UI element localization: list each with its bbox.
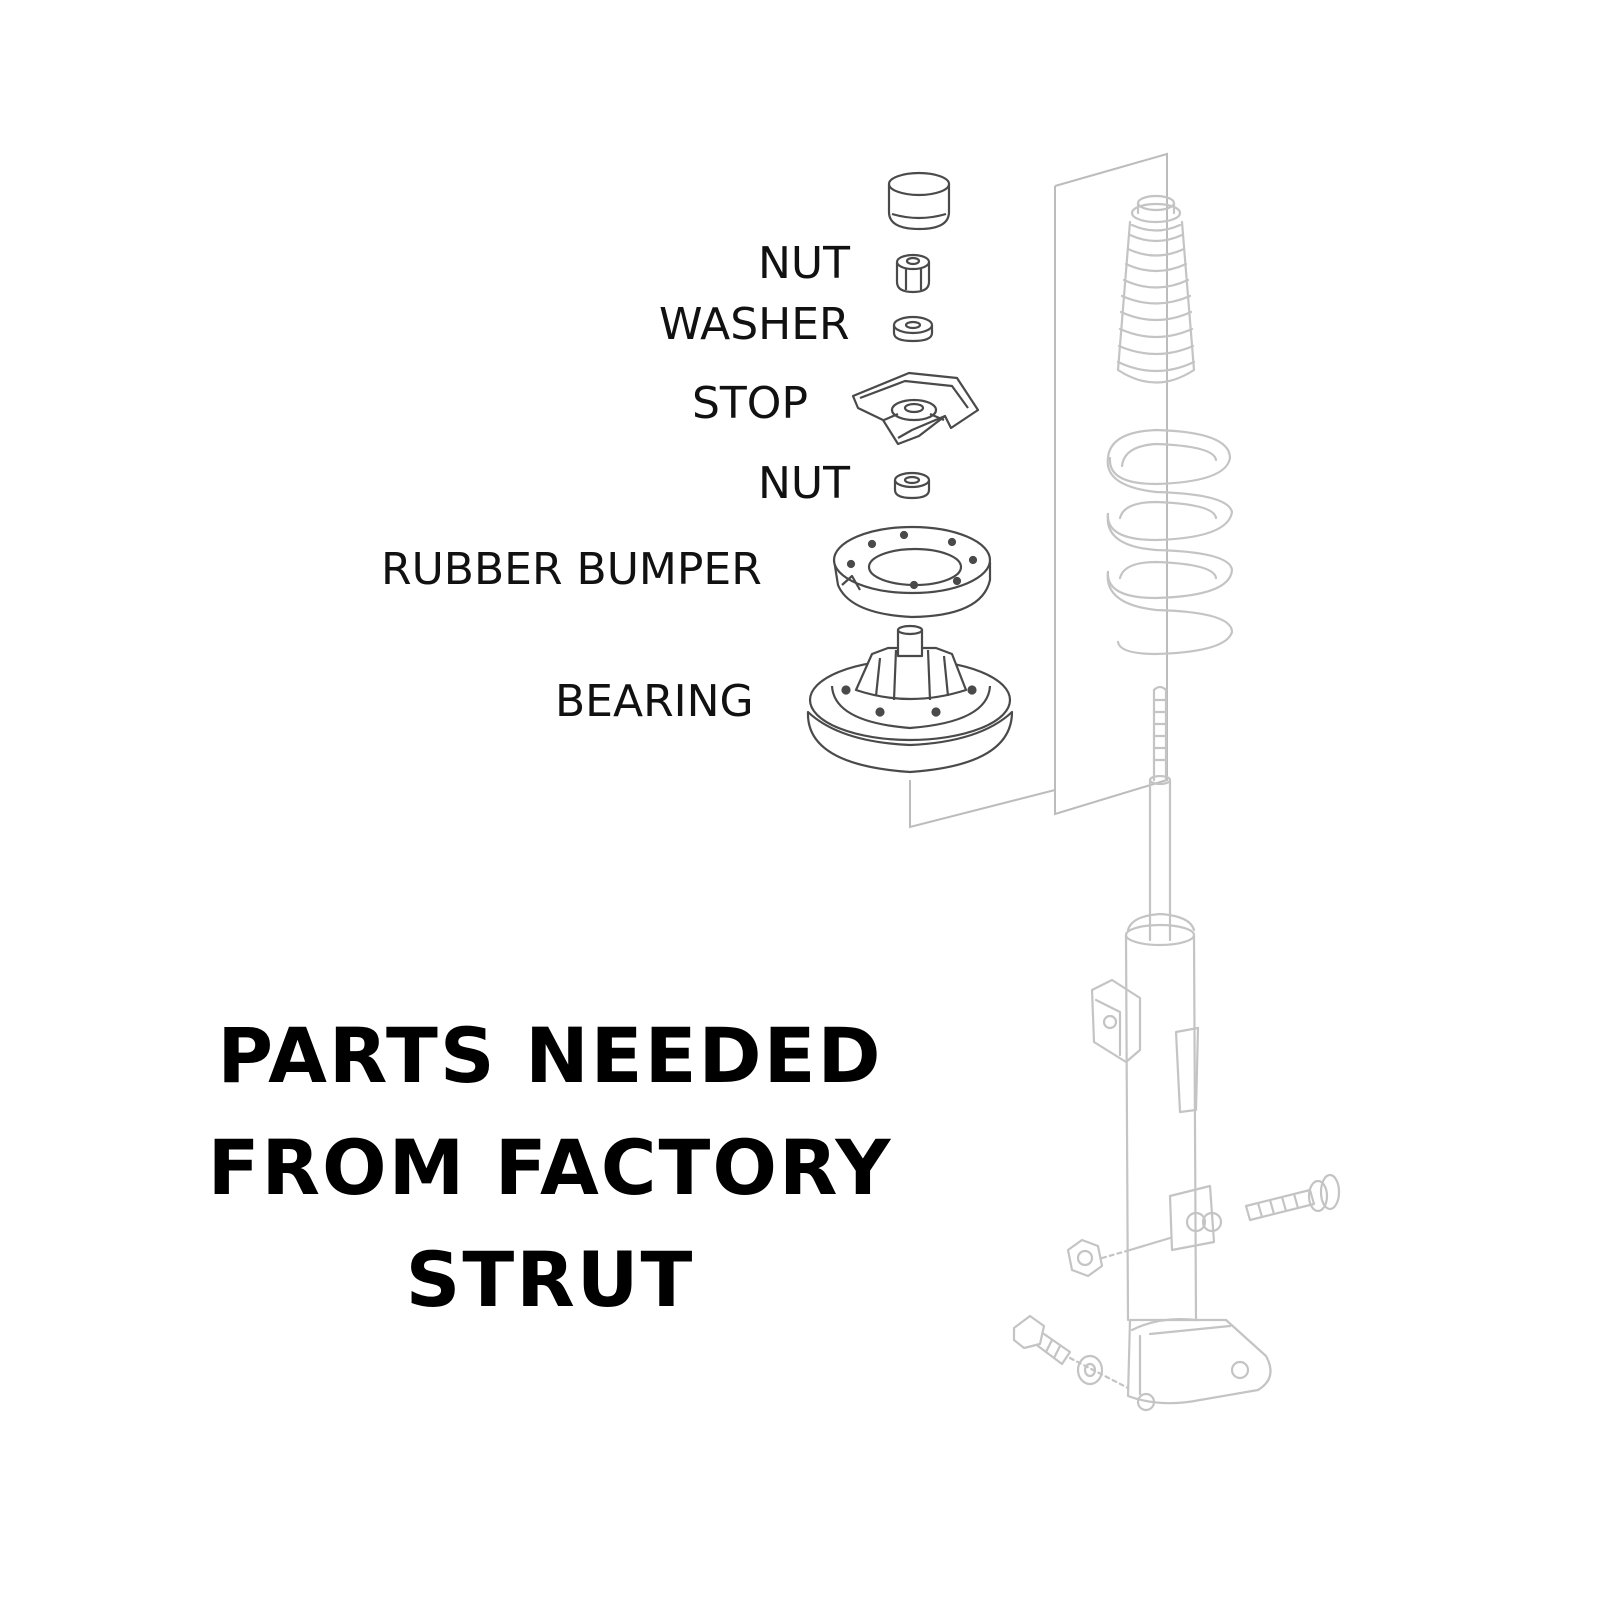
label-lower-nut: NUT bbox=[758, 458, 850, 509]
coil-spring bbox=[1106, 428, 1234, 656]
label-rubber-bumper: RUBBER BUMPER bbox=[381, 544, 762, 595]
bearing bbox=[806, 624, 1014, 774]
heading-line-1: PARTS NEEDED bbox=[217, 1011, 883, 1100]
strut-body bbox=[1090, 912, 1272, 1412]
lower-left-bolt bbox=[1012, 1314, 1130, 1390]
left-nut bbox=[1066, 1238, 1132, 1278]
piston-rod bbox=[1148, 685, 1172, 942]
top-nut bbox=[895, 253, 931, 294]
dust-cap bbox=[887, 171, 951, 231]
heading-line-3: STRUT bbox=[405, 1235, 695, 1324]
lower-nut bbox=[893, 471, 931, 500]
heading-line-2: FROM FACTORY bbox=[207, 1123, 893, 1212]
label-bearing: BEARING bbox=[555, 676, 754, 727]
parts-group-bracket-lower bbox=[909, 780, 1056, 829]
dust-boot bbox=[1116, 194, 1196, 384]
label-stop: STOP bbox=[692, 378, 808, 429]
label-washer: WASHER bbox=[659, 299, 850, 350]
rubber-bumper bbox=[832, 525, 992, 619]
label-top-nut: NUT bbox=[758, 238, 850, 289]
right-bolt bbox=[1244, 1173, 1341, 1222]
stop-plate bbox=[851, 371, 980, 446]
washer bbox=[892, 315, 934, 343]
parts-needed-heading: PARTS NEEDED FROM FACTORY STRUT bbox=[140, 1000, 960, 1336]
